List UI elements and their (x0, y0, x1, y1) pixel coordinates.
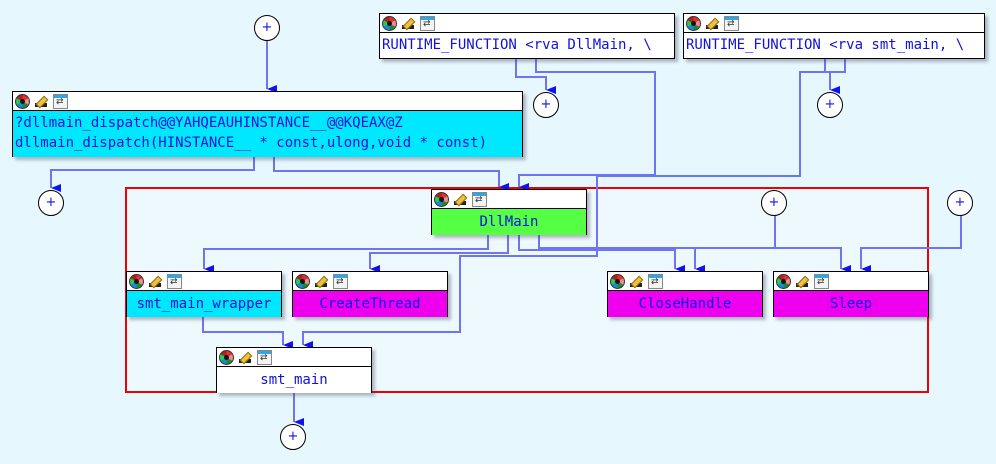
node-header (217, 348, 371, 367)
palette-icon[interactable] (295, 273, 310, 289)
node-body: ?dllmain_dispatch@@YAHQEAUHINSTANCE__@@K… (13, 111, 522, 157)
expand-plus-icon: + (261, 20, 273, 35)
edit-icon[interactable] (34, 94, 49, 109)
node-label: smt_main (217, 367, 371, 393)
node-label-mangled: ?dllmain_dispatch@@YAHQEAUHINSTANCE__@@K… (15, 115, 403, 131)
node-label: smt_main_wrapper (127, 291, 281, 317)
palette-icon[interactable] (129, 273, 144, 289)
node-header (684, 14, 984, 33)
expand-plus-icon: + (287, 429, 299, 444)
graph-icon[interactable] (648, 273, 663, 289)
node-runtime-function-smt-main[interactable]: RUNTIME_FUNCTION <rva smt_main, \ (683, 13, 985, 59)
node-label: RUNTIME_FUNCTION <rva DllMain, \ (380, 33, 674, 58)
expand-plus-icon: + (768, 195, 780, 210)
palette-icon[interactable] (434, 191, 449, 207)
node-smt-main-wrapper[interactable]: smt_main_wrapper (126, 271, 282, 317)
expand-plus-icon: + (954, 195, 966, 210)
node-dllmain-dispatch[interactable]: ?dllmain_dispatch@@YAHQEAUHINSTANCE__@@K… (12, 91, 523, 157)
edit-icon[interactable] (629, 274, 644, 289)
collapsed-node-expand[interactable]: + (947, 190, 973, 216)
node-label: CreateThread (293, 291, 447, 317)
edit-icon[interactable] (148, 274, 163, 289)
graph-icon[interactable] (814, 273, 829, 289)
node-sleep[interactable]: Sleep (773, 271, 929, 317)
node-header (432, 190, 586, 209)
graph-icon[interactable] (724, 15, 739, 31)
collapsed-node-expand[interactable]: + (761, 190, 787, 216)
edit-icon[interactable] (401, 16, 416, 31)
node-smt-main[interactable]: smt_main (216, 347, 372, 393)
collapsed-node-expand[interactable]: + (38, 190, 64, 216)
edge-dispatch-to-expand[interactable] (50, 157, 255, 192)
palette-icon[interactable] (382, 15, 397, 31)
expand-plus-icon: + (540, 97, 552, 112)
graph-icon[interactable] (472, 191, 487, 207)
edge-rf-smt-to-expand[interactable] (824, 59, 840, 94)
node-header (13, 92, 522, 111)
graph-icon[interactable] (53, 93, 68, 109)
collapsed-node-expand[interactable]: + (817, 92, 843, 118)
graph-icon[interactable] (167, 273, 182, 289)
edit-icon[interactable] (238, 350, 253, 365)
palette-icon[interactable] (15, 93, 30, 109)
graph-icon[interactable] (333, 273, 348, 289)
expand-plus-icon: + (824, 97, 836, 112)
edge-dispatch-to-dllmain[interactable] (273, 157, 509, 191)
node-header (608, 272, 762, 291)
node-dllmain[interactable]: DllMain (431, 189, 587, 235)
node-label: DllMain (432, 209, 586, 235)
expand-plus-icon: + (45, 195, 57, 210)
palette-icon[interactable] (686, 15, 701, 31)
node-label-demangled: dllmain_dispatch(HINSTANCE__ * const,ulo… (15, 135, 488, 151)
palette-icon[interactable] (776, 273, 791, 289)
node-label: CloseHandle (608, 291, 762, 317)
node-label: RUNTIME_FUNCTION <rva smt_main, \ (684, 33, 984, 58)
node-runtime-function-dllmain[interactable]: RUNTIME_FUNCTION <rva DllMain, \ (379, 13, 675, 59)
node-create-thread[interactable]: CreateThread (292, 271, 448, 317)
palette-icon[interactable] (610, 273, 625, 289)
node-header (774, 272, 928, 291)
collapsed-node-expand[interactable]: + (533, 92, 559, 118)
collapsed-node-expand[interactable]: + (254, 15, 280, 41)
graph-icon[interactable] (257, 349, 272, 365)
node-label: Sleep (774, 291, 928, 317)
collapsed-node-expand[interactable]: + (280, 424, 306, 450)
edit-icon[interactable] (795, 274, 810, 289)
edit-icon[interactable] (453, 192, 468, 207)
edge-rf-dllmain-to-expand[interactable] (515, 59, 556, 94)
edit-icon[interactable] (705, 16, 720, 31)
graph-icon[interactable] (420, 15, 435, 31)
edit-icon[interactable] (314, 274, 329, 289)
node-header (127, 272, 281, 291)
edge-rf-dllmain-to-dllmain[interactable] (518, 59, 656, 191)
palette-icon[interactable] (219, 349, 234, 365)
node-header (293, 272, 447, 291)
node-header (380, 14, 674, 33)
node-close-handle[interactable]: CloseHandle (607, 271, 763, 317)
